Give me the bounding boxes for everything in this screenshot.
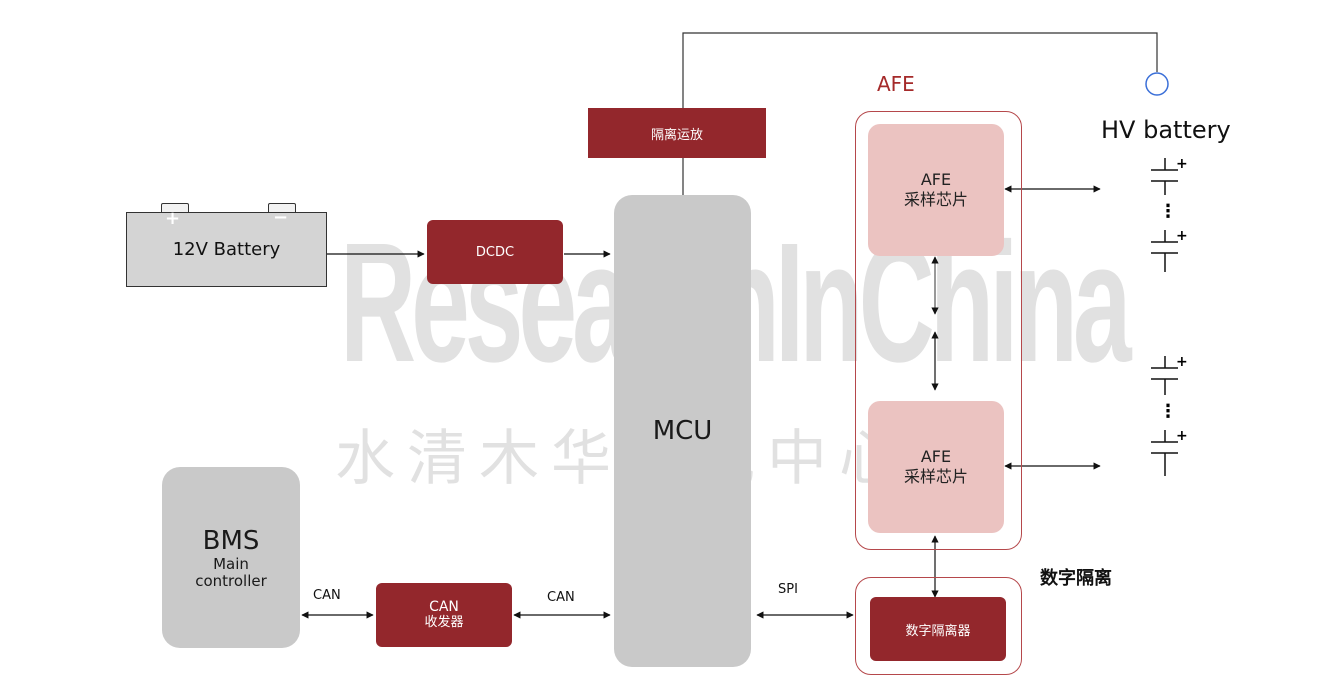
afe-chip-1: AFE 采样芯片 [868,124,1004,256]
hv-terminal-circle [1145,72,1169,96]
cell-symbol-2 [1151,230,1178,272]
can-link-label-left: CAN [313,588,341,603]
digital-isolator-label: 数字隔离器 [905,623,971,639]
isolation-amp-block: 隔离运放 [588,108,766,158]
bms-main-label: Main [213,554,249,573]
can-transceiver-label: CAN [429,599,459,615]
hv-battery-label: HV battery [1101,116,1231,144]
afe-chip-2: AFE 采样芯片 [868,401,1004,533]
digital-isolation-outline [855,577,1022,675]
spi-link-label: SPI [778,582,798,597]
cell-symbol-3 [1151,356,1178,395]
cell-plus-2: + [1176,228,1188,244]
afe-chip-1-cn-label: 采样芯片 [903,190,968,209]
isolation-amp-label: 隔离运放 [650,127,703,143]
afe-group-outline [855,111,1022,550]
battery-12v-label: 12V Battery [172,239,281,260]
digital-isolator-block: 数字隔离器 [870,597,1006,661]
cell-ellipsis-2: ⋮ [1159,401,1177,422]
afe-chip-2-label: AFE [920,447,952,466]
can-link-label-right: CAN [547,590,575,605]
dcdc-label: DCDC [475,244,515,260]
bms-label: BMS [202,525,260,556]
dcdc-block: DCDC [427,220,563,284]
cell-plus-3: + [1176,354,1188,370]
cell-symbol-1 [1151,158,1178,195]
digital-isolation-title: 数字隔离 [1040,568,1112,589]
bms-main-controller: BMS Main controller [162,467,300,648]
battery-12v: 12V Battery [126,212,327,287]
cell-symbol-4 [1151,430,1178,476]
mcu-block: MCU [614,195,751,667]
cell-plus-4: + [1176,428,1188,444]
afe-chip-2-cn-label: 采样芯片 [903,467,968,486]
battery-plus-sign: + [165,208,181,229]
mcu-label: MCU [652,416,713,446]
can-transceiver-block: CAN 收发器 [376,583,512,647]
cell-ellipsis-1: ⋮ [1159,201,1177,222]
can-transceiver-cn-label: 收发器 [424,615,464,630]
afe-chip-1-label: AFE [920,170,952,189]
bms-controller-label: controller [195,571,267,590]
cell-plus-1: + [1176,156,1188,172]
afe-title: AFE [877,72,915,96]
battery-minus-sign: − [273,207,289,228]
